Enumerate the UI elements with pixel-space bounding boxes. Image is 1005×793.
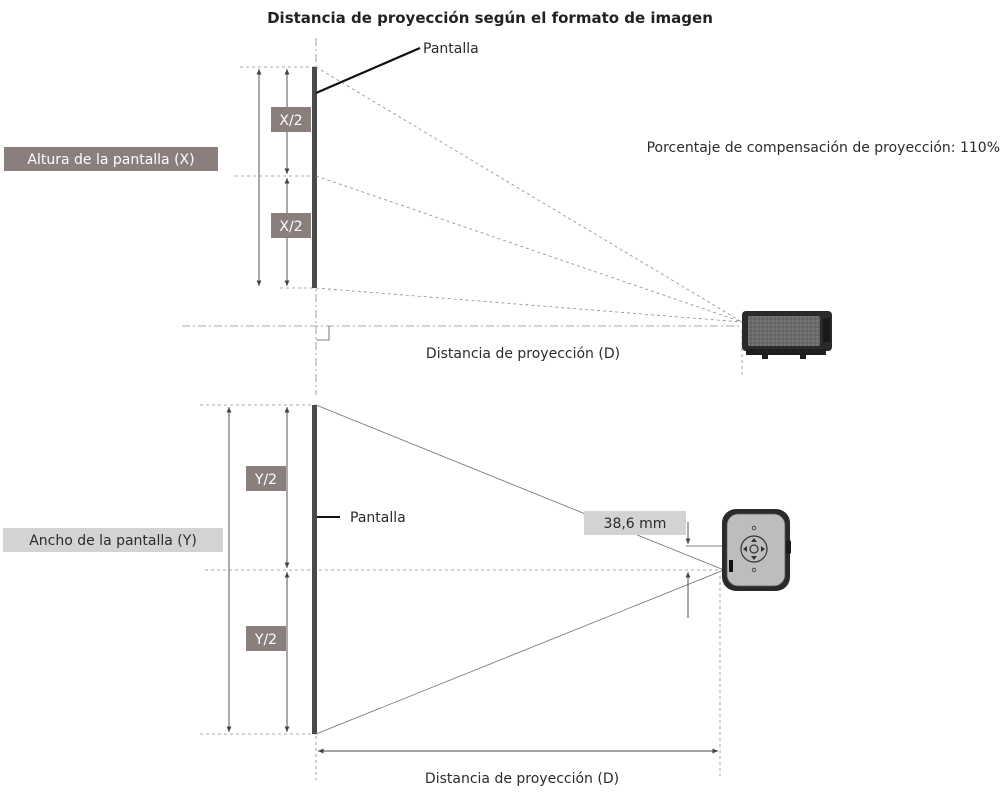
offset-mm-tag: 38,6 mm: [584, 511, 686, 535]
distance-label-top: Distancia de proyección (D): [426, 346, 620, 362]
diagram-title: Distancia de proyección según el formato…: [267, 9, 713, 27]
svg-text:Y/2: Y/2: [254, 632, 277, 648]
svg-text:X/2: X/2: [279, 219, 302, 235]
top-view: Pantalla X/2 X/2 Altura de la pantalla (…: [4, 38, 1000, 395]
offset-percentage-text: Porcentaje de compensación de proyección…: [647, 140, 1000, 156]
projection-ray-upper-b: [315, 404, 725, 571]
svg-text:Altura de la pantalla (X): Altura de la pantalla (X): [27, 152, 194, 168]
screen-width-tag: Ancho de la pantalla (Y): [3, 528, 223, 552]
bottom-view: Pantalla Y/2 Y/2 Ancho de la pantalla (Y…: [3, 404, 791, 787]
svg-text:Ancho de la pantalla (Y): Ancho de la pantalla (Y): [29, 533, 197, 549]
projector-side-icon: [741, 311, 832, 375]
half-height-tag-upper: X/2: [271, 107, 311, 132]
distance-label-bottom: Distancia de proyección (D): [425, 771, 619, 787]
screen-label-top: Pantalla: [423, 41, 479, 57]
svg-text:X/2: X/2: [279, 113, 302, 129]
screen-height-tag: Altura de la pantalla (X): [4, 147, 218, 171]
half-height-tag-lower: X/2: [271, 213, 311, 238]
half-width-tag-lower: Y/2: [246, 626, 286, 651]
projection-ray-bottom: [315, 287, 743, 323]
svg-text:Y/2: Y/2: [254, 472, 277, 488]
svg-text:38,6 mm: 38,6 mm: [604, 516, 667, 532]
projector-top-icon: [722, 509, 791, 591]
screen-leader-line: [315, 46, 421, 95]
projection-ray-lower-b: [315, 569, 725, 735]
screen-label-bottom: Pantalla: [350, 510, 406, 526]
half-width-tag-upper: Y/2: [246, 466, 286, 491]
screen-top: [312, 405, 317, 734]
screen-side: [312, 67, 317, 288]
right-angle-marker: [316, 326, 330, 341]
projection-ray-top: [315, 66, 743, 323]
projection-ray-middle: [315, 175, 743, 323]
